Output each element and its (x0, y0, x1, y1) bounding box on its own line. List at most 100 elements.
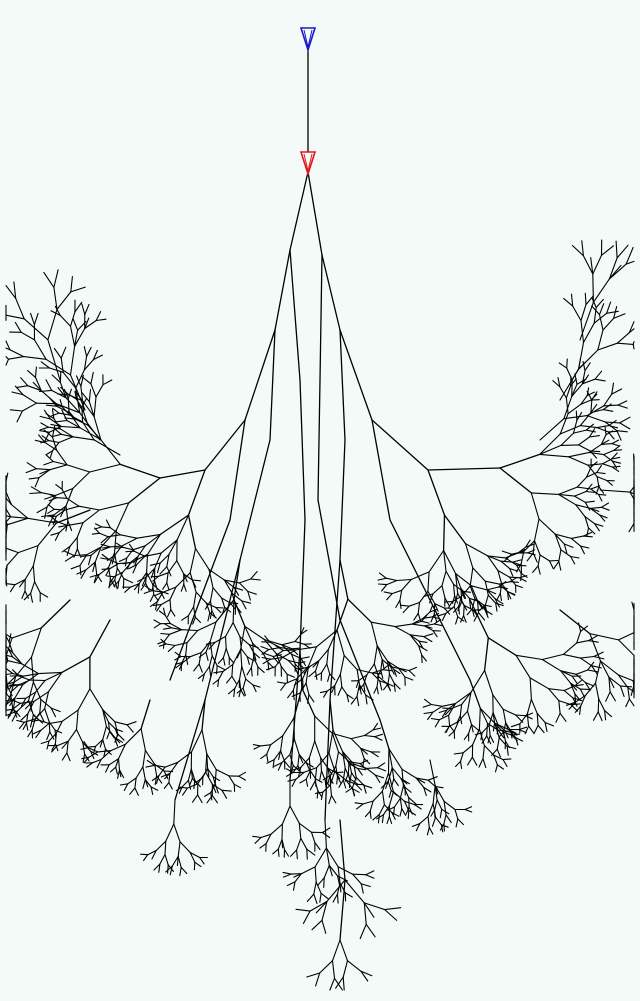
tree-branch (340, 674, 341, 687)
tree-branch (363, 759, 364, 766)
tree-branch (57, 292, 71, 310)
tree-branch (471, 586, 487, 590)
tree-branch (31, 487, 41, 493)
tree-branch (294, 882, 296, 890)
tree-branch (361, 884, 370, 887)
tree-branch (400, 786, 403, 798)
tree-branch (585, 293, 586, 304)
tree-branch (150, 563, 160, 565)
tree-branch (283, 718, 294, 736)
tree-branch (307, 973, 320, 977)
tree-branch (39, 672, 62, 673)
tree-branch (70, 538, 77, 547)
tree-branch (283, 874, 291, 877)
tree-branch (277, 682, 285, 683)
tree-branch (590, 429, 595, 438)
tree-branch (577, 477, 586, 487)
tree-branch (188, 607, 193, 616)
tree-branch (587, 416, 605, 422)
tree-branch (271, 824, 283, 834)
tree-branch (36, 469, 50, 470)
tree-branch (391, 791, 396, 796)
tree-branch (273, 849, 279, 854)
tree-branch (206, 652, 208, 660)
tree-branch (597, 465, 602, 472)
tree-branch (629, 699, 634, 706)
tree-branch (444, 824, 445, 831)
tree-branch (580, 302, 593, 340)
tree-branch (549, 689, 559, 701)
tree-branch (158, 563, 161, 573)
tree-branch (290, 806, 299, 823)
tree-branch (315, 867, 316, 882)
tree-branch (336, 977, 344, 988)
tree-branch (618, 401, 627, 405)
tree-branch (29, 478, 39, 479)
tree-branch (603, 318, 614, 330)
tree-branch (32, 628, 42, 657)
tree-branch (48, 505, 54, 510)
tree-branch (95, 524, 101, 527)
tree-branch (299, 823, 311, 832)
tree-branch (10, 410, 22, 411)
tree-branch (120, 464, 160, 478)
tree-branch (593, 279, 609, 302)
tree-branch (135, 788, 139, 795)
tree-branch (24, 593, 30, 599)
tree-branch (563, 643, 576, 655)
tree-branch (297, 838, 301, 850)
tree-branch (107, 576, 114, 577)
tree-branch (301, 867, 315, 874)
tree-branch (22, 664, 39, 674)
tree-branch (318, 791, 322, 797)
tree-branch (309, 741, 314, 758)
tree-branch (92, 533, 99, 534)
tree-branch (442, 571, 446, 586)
tree-branch (90, 620, 110, 657)
tree-branch (429, 828, 433, 835)
tree-branch (303, 679, 304, 689)
tree-branch (71, 326, 75, 346)
tree-branch (281, 683, 286, 690)
tree-branch (621, 686, 632, 687)
tree-branch (94, 397, 96, 417)
tree-branch (489, 725, 490, 735)
tree-branch (351, 736, 364, 739)
split-node-icon[interactable] (301, 152, 315, 174)
root-node-icon[interactable] (301, 28, 315, 50)
tree-branch (503, 709, 516, 715)
tree-branch (609, 265, 621, 279)
tree-branch (27, 723, 28, 730)
tree-branch (80, 566, 81, 575)
tree-branch (394, 798, 400, 807)
tree-branch (46, 455, 53, 462)
tree-branch (125, 729, 141, 745)
tree-branch (567, 368, 573, 380)
tree-branch (44, 462, 53, 465)
tree-branch (564, 298, 573, 306)
tree-branch (435, 720, 439, 727)
tree-branch (36, 681, 46, 693)
tree-branch (306, 779, 307, 786)
tree-branch (427, 828, 429, 835)
tree-branch (210, 622, 216, 641)
tree-branch (327, 880, 345, 901)
tree-branch (569, 457, 589, 465)
tree-branch (590, 634, 619, 640)
tree-branch (60, 315, 70, 326)
tree-branch (589, 636, 598, 641)
tree-branch (315, 843, 320, 850)
tree-branch (111, 767, 116, 772)
tree-branch (164, 783, 169, 789)
tree-branch (456, 761, 461, 766)
tree-branch (130, 788, 135, 794)
tree-branch (539, 519, 555, 534)
tree-branch (608, 432, 614, 439)
tree-branch (559, 701, 571, 705)
tree-branch (308, 172, 322, 255)
tree-branch (414, 805, 421, 810)
tree-branch (310, 781, 315, 790)
tree-branch (527, 714, 528, 726)
tree-branch (31, 593, 33, 602)
tree-branch (107, 732, 110, 739)
